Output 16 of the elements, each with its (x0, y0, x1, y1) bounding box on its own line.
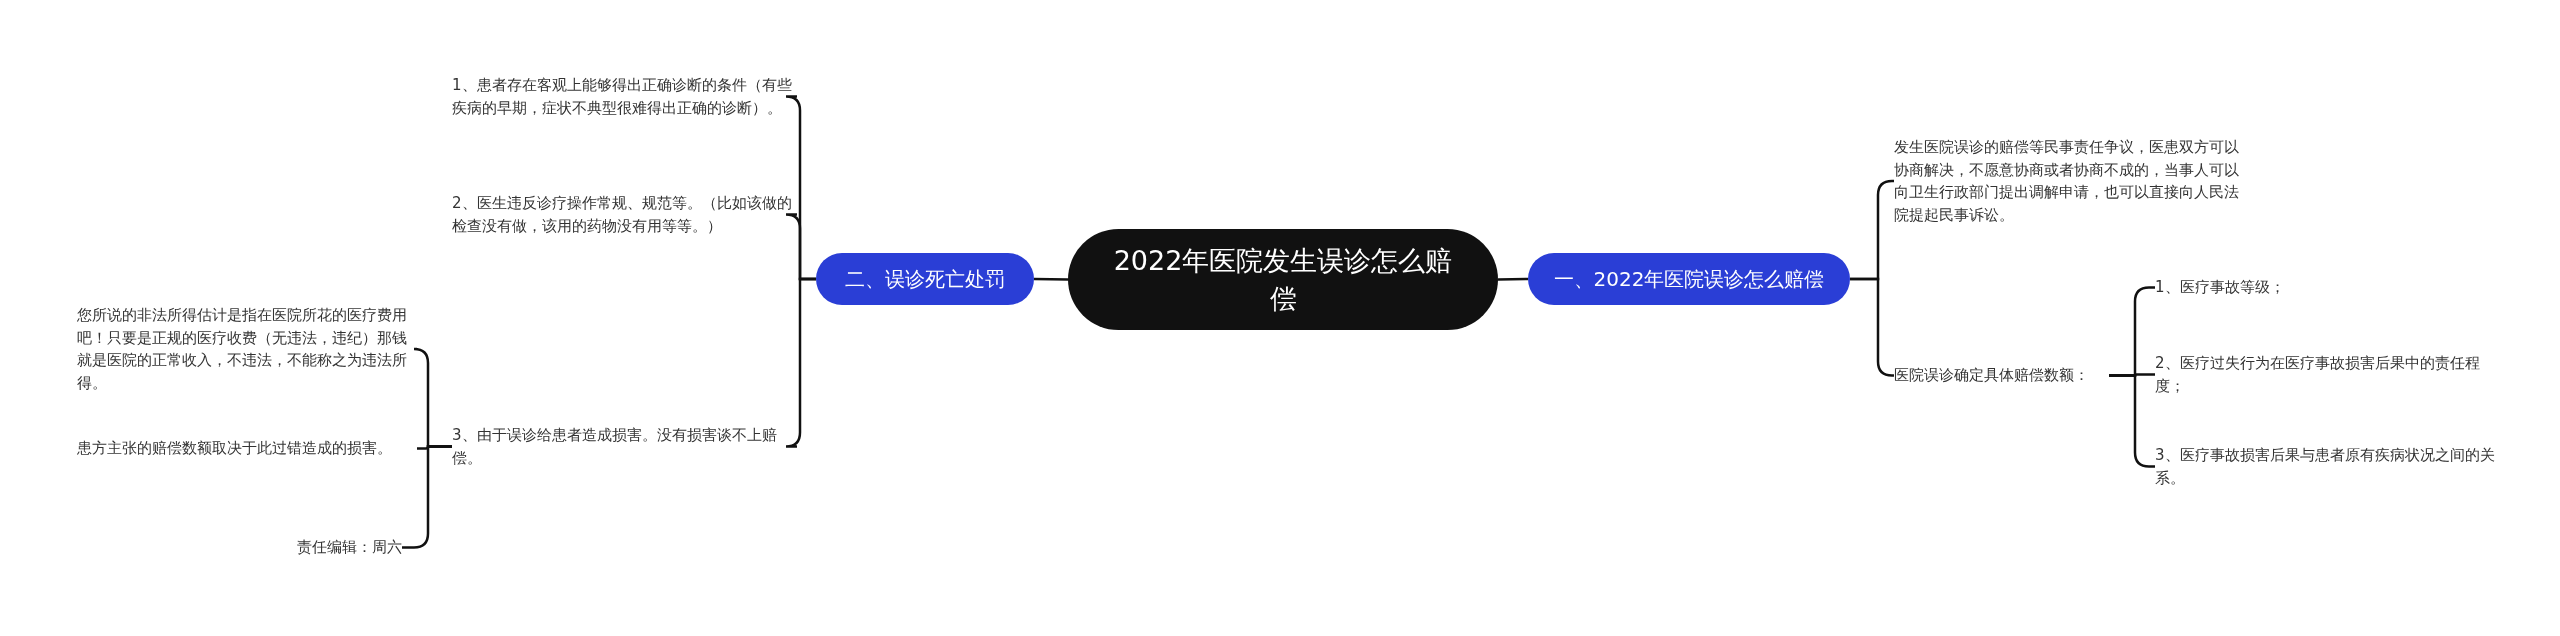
topic-text: 发生医院误诊的赔偿等民事责任争议，医患双方可以协商解决，不愿意协商或者协商不成的，当事人可以向卫生行政部门提出调解申请，也可以直接向人民法院提起民事诉讼。 (1894, 136, 2239, 226)
root-topic-pill: 2022年医院发生误诊怎么赔偿 (1068, 229, 1498, 330)
connector-line (1497, 277, 1529, 281)
topic-text: 您所说的非法所得估计是指在医院所花的医疗费用吧！只要是正规的医疗收费（无违法，违纪）那钱就是医院的正常收入，不违法，不能称之为违法所得。 (77, 304, 417, 394)
topic-text: 患方主张的赔偿数额取决于此过错造成的损害。 (77, 437, 417, 460)
topic-text: 1、患者存在客观上能够得出正确诊断的条件（有些疾病的早期，症状不典型很难得出正确的诊断）。 (452, 74, 797, 119)
topic-text: 医院误诊确定具体赔偿数额： (1894, 364, 2109, 387)
topic-text: 3、由于误诊给患者造成损害。没有损害谈不上赔偿。 (452, 424, 797, 469)
topic-text: 2、医生违反诊疗操作常规、规范等。（比如该做的检查没有做，该用的药物没有用等等。） (452, 192, 797, 237)
topic-text: 责任编辑：周六 (77, 536, 402, 559)
branch-topic-pill: 二、误诊死亡处罚 (816, 253, 1034, 305)
connector-line (1034, 277, 1068, 281)
branch-topic-pill: 一、2022年医院误诊怎么赔偿 (1528, 253, 1850, 305)
topic-text: 3、医疗事故损害后果与患者原有疾病状况之间的关系。 (2155, 444, 2500, 489)
topic-text: 2、医疗过失行为在医疗事故损害后果中的责任程度； (2155, 352, 2500, 397)
topic-text: 1、医疗事故等级； (2155, 276, 2495, 299)
